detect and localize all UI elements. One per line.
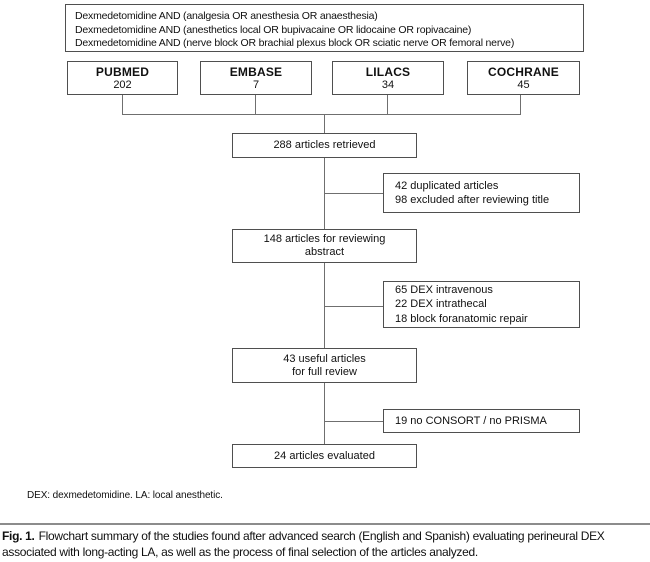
- connector-branch-1: [324, 193, 383, 194]
- exclusion-box-duplicates: 42 duplicated articles 98 excluded after…: [383, 173, 580, 213]
- database-box-pubmed: PUBMED 202: [67, 61, 178, 95]
- exclusion-line: 98 excluded after reviewing title: [395, 194, 550, 206]
- flow-box-articles-retrieved: 288 articles retrieved: [232, 133, 417, 158]
- abbreviations-footnote: DEX: dexmedetomidine. LA: local anesthet…: [27, 490, 223, 501]
- database-box-cochrane: COCHRANE 45: [467, 61, 580, 95]
- connector-trunk-2: [324, 263, 325, 348]
- flow-box-text: 24 articles evaluated: [274, 449, 375, 462]
- connector-stub-cochrane: [520, 95, 521, 114]
- exclusion-line: 42 duplicated articles: [395, 179, 499, 192]
- connector-stub-embase: [255, 95, 256, 114]
- connector-collector-line: [122, 114, 521, 115]
- database-count: 45: [517, 78, 530, 91]
- search-term-line: Dexmedetomidine AND (analgesia OR anesth…: [75, 10, 378, 22]
- flow-box-text: for full review: [292, 365, 357, 378]
- database-box-lilacs: LILACS 34: [332, 61, 444, 95]
- flow-box-reviewing-abstract: 148 articles for reviewing abstract: [232, 229, 417, 263]
- search-term-line: Dexmedetomidine AND (nerve block OR brac…: [75, 37, 515, 49]
- exclusion-line: 65 DEX intravenous: [395, 283, 493, 296]
- connector-branch-3: [324, 421, 383, 422]
- exclusion-line: 22 DEX intrathecal: [395, 298, 487, 311]
- database-name: EMBASE: [229, 64, 283, 79]
- flow-box-full-review: 43 useful articles for full review: [232, 348, 417, 383]
- connector-branch-2: [324, 306, 383, 307]
- exclusion-box-no-consort-prisma: 19 no CONSORT / no PRISMA: [383, 409, 580, 433]
- database-name: LILACS: [365, 64, 411, 79]
- connector-trunk-3: [324, 383, 325, 444]
- figure-caption-text: Flowchart summary of the studies found a…: [2, 529, 605, 559]
- flow-box-text: 148 articles for reviewing: [263, 233, 386, 245]
- connector-stub-lilacs: [387, 95, 388, 114]
- exclusion-line: 19 no CONSORT / no PRISMA: [395, 414, 547, 427]
- connector-drop-line: [324, 114, 325, 133]
- exclusion-box-dex-routes: 65 DEX intravenous 22 DEX intrathecal 18…: [383, 281, 580, 328]
- flow-box-articles-evaluated: 24 articles evaluated: [232, 444, 417, 468]
- database-name: COCHRANE: [488, 64, 559, 79]
- figure-caption: Fig. 1.Flowchart summary of the studies …: [2, 529, 648, 560]
- flow-box-text: 288 articles retrieved: [273, 139, 376, 151]
- database-box-embase: EMBASE 7: [200, 61, 312, 95]
- search-term-line: Dexmedetomidine AND (anesthetics local O…: [75, 23, 472, 36]
- database-name: PUBMED: [95, 64, 150, 79]
- database-count: 202: [113, 78, 132, 91]
- exclusion-line: 18 block foranatomic repair: [395, 312, 528, 325]
- flow-box-text: abstract: [304, 246, 345, 258]
- caption-divider-rule: [0, 523, 650, 525]
- search-terms-box: Dexmedetomidine AND (analgesia OR anesth…: [65, 4, 584, 52]
- connector-stub-pubmed: [122, 95, 123, 114]
- flow-box-text: 43 useful articles: [283, 352, 366, 365]
- database-count: 7: [252, 78, 260, 91]
- database-count: 34: [381, 78, 395, 91]
- figure-caption-label: Fig. 1.: [2, 529, 35, 543]
